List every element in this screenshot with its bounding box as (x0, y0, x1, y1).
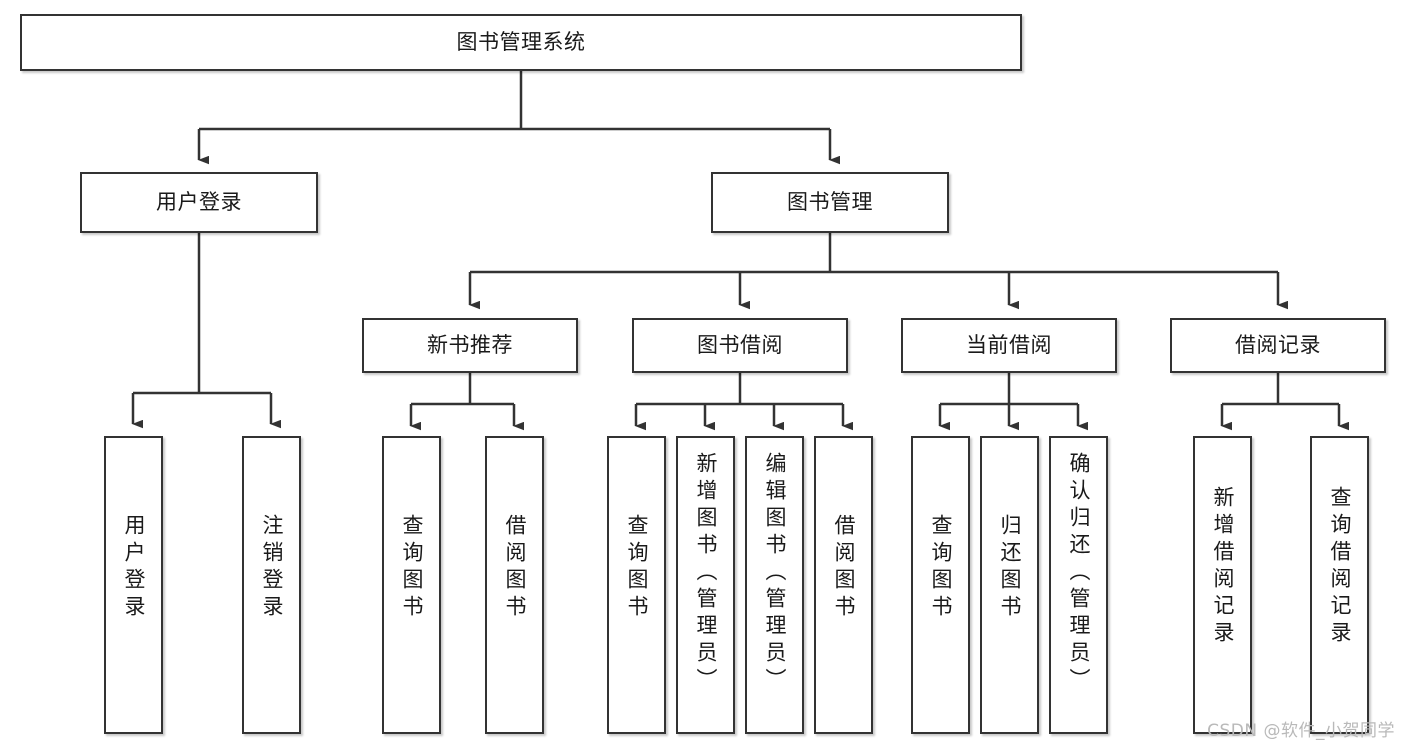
node-leaf-borrow-book-recommend[interactable]: 借阅图书 (485, 436, 544, 734)
connector-borrowrecord-to-leaves (1220, 373, 1349, 431)
node-leaf-query-book-recommend[interactable]: 查询图书 (382, 436, 441, 734)
node-root-book-management-system[interactable]: 图书管理系统 (20, 14, 1022, 71)
node-leaf-user-login[interactable]: 用户登录 (104, 436, 163, 734)
node-label: 用户登录 (122, 514, 146, 622)
node-label: 借阅图书 (832, 514, 856, 622)
node-label: 新增借阅记录 (1211, 486, 1235, 648)
node-label: 查询图书 (625, 514, 649, 622)
connector-bookborrow-to-leaves (634, 373, 853, 431)
node-label: 注销登录 (260, 514, 284, 622)
node-label: 图书管理 (787, 189, 873, 214)
node-book-borrow[interactable]: 图书借阅 (632, 318, 848, 373)
node-leaf-borrow-book[interactable]: 借阅图书 (814, 436, 873, 734)
node-label: 当前借阅 (966, 332, 1052, 357)
node-leaf-query-borrow-record[interactable]: 查询借阅记录 (1310, 436, 1369, 734)
connector-currentborrow-to-leaves (938, 373, 1088, 431)
node-leaf-edit-book-admin[interactable]: 编辑图书（管理员） (745, 436, 804, 734)
node-label: 图书借阅 (697, 332, 783, 357)
node-leaf-add-book-admin[interactable]: 新增图书（管理员） (676, 436, 735, 734)
node-label: 新增图书（管理员） (694, 452, 718, 695)
node-label: 编辑图书（管理员） (763, 452, 787, 695)
node-label: 归还图书 (998, 514, 1022, 622)
node-leaf-confirm-return-admin[interactable]: 确认归还（管理员） (1049, 436, 1108, 734)
connector-root-to-level2 (197, 71, 840, 165)
node-label: 查询图书 (400, 514, 424, 622)
node-label: 借阅图书 (503, 514, 527, 622)
connector-bookmgmt-to-level3 (468, 233, 1288, 310)
node-label: 图书管理系统 (456, 29, 586, 54)
node-label: 确认归还（管理员） (1067, 452, 1091, 695)
node-borrow-record[interactable]: 借阅记录 (1170, 318, 1386, 373)
node-label: 用户登录 (156, 189, 242, 214)
node-label: 借阅记录 (1235, 332, 1321, 357)
node-current-borrow[interactable]: 当前借阅 (901, 318, 1117, 373)
node-leaf-logout[interactable]: 注销登录 (242, 436, 301, 734)
connector-userlogin-to-leaves (131, 233, 281, 429)
node-label: 查询图书 (929, 514, 953, 622)
node-new-book-recommend[interactable]: 新书推荐 (362, 318, 578, 373)
node-book-management[interactable]: 图书管理 (711, 172, 949, 233)
node-leaf-query-book-borrow[interactable]: 查询图书 (607, 436, 666, 734)
node-leaf-query-book-current[interactable]: 查询图书 (911, 436, 970, 734)
node-leaf-add-borrow-record[interactable]: 新增借阅记录 (1193, 436, 1252, 734)
node-leaf-return-book[interactable]: 归还图书 (980, 436, 1039, 734)
node-label: 查询借阅记录 (1328, 486, 1352, 648)
connector-newbook-to-leaves (409, 373, 524, 431)
node-label: 新书推荐 (427, 332, 513, 357)
node-user-login[interactable]: 用户登录 (80, 172, 318, 233)
